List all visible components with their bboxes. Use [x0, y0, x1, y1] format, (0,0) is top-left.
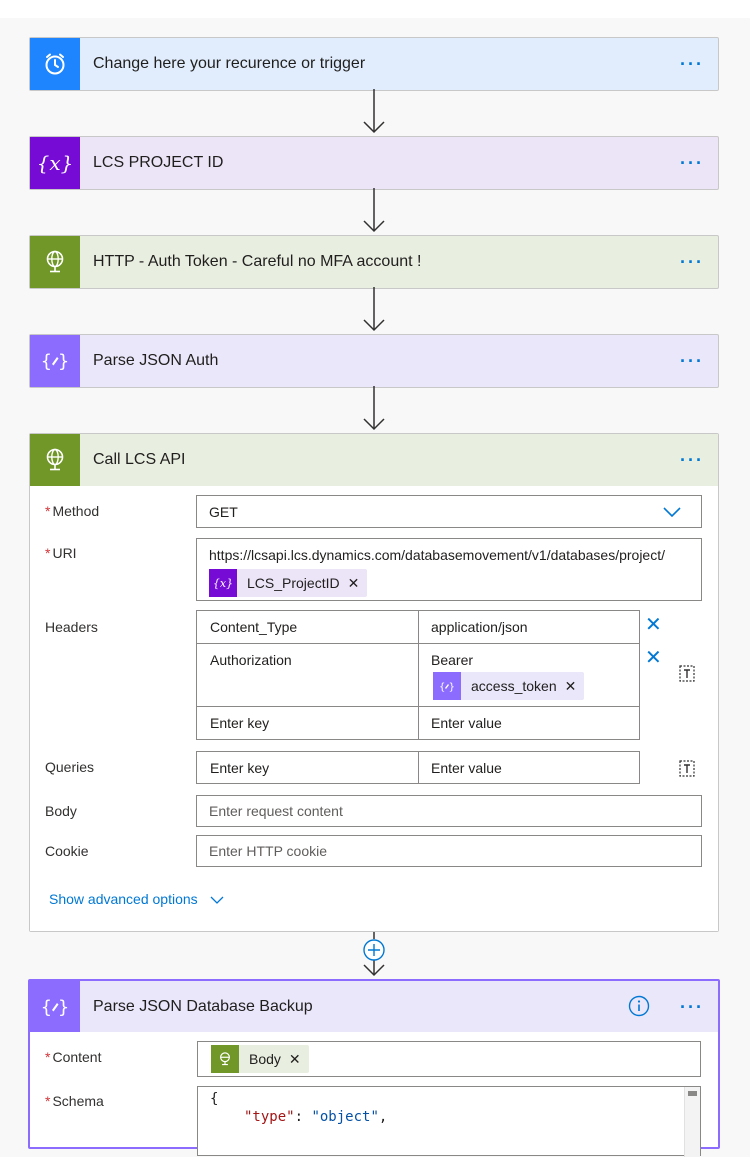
more-options-button[interactable]: ···	[680, 351, 704, 371]
queries-table: Enter key Enter value	[196, 751, 640, 784]
method-label: *Method	[45, 503, 100, 519]
remove-token-icon[interactable]: ✕	[347, 574, 360, 591]
advanced-link-label: Show advanced options	[49, 891, 198, 907]
connector-arrow	[363, 386, 385, 431]
body-token[interactable]: Body ✕	[211, 1045, 309, 1073]
schema-editor[interactable]: { "type": "object",	[197, 1086, 701, 1157]
globe-icon	[30, 236, 80, 288]
parse-json-action-card[interactable]: { } Parse JSON Database Backup ··· *Cont…	[28, 979, 720, 1157]
body-label: Body	[45, 803, 77, 819]
schema-comma: ,	[378, 1109, 388, 1125]
remove-token-icon[interactable]: ✕	[564, 677, 577, 694]
globe-icon	[211, 1045, 239, 1073]
show-advanced-options-link[interactable]: Show advanced options	[49, 891, 224, 907]
query-key-input[interactable]: Enter key	[210, 760, 270, 776]
chevron-down-icon	[210, 896, 224, 904]
step-title: Parse JSON Auth	[93, 352, 219, 369]
connector-arrow	[363, 188, 385, 233]
query-value-input[interactable]: Enter value	[431, 760, 502, 776]
http-action-title: Call LCS API	[93, 451, 186, 468]
chevron-down-icon	[663, 507, 681, 518]
variable-icon: {x}	[30, 137, 80, 189]
schema-label: *Schema	[45, 1093, 104, 1109]
text-mode-icon[interactable]	[678, 663, 696, 683]
headers-label: Headers	[45, 619, 98, 635]
step-title: HTTP - Auth Token - Careful no MFA accou…	[93, 253, 422, 270]
parse-json-icon: { }	[433, 672, 461, 700]
cookie-label: Cookie	[45, 843, 89, 859]
method-value: GET	[209, 503, 238, 520]
step-trigger-card[interactable]: Change here your recurence or trigger ··…	[29, 37, 719, 91]
step-parse-json-auth-card[interactable]: { } Parse JSON Auth ···	[29, 334, 719, 388]
http-action-body: *Method GET *URI https://lcsapi.lcs.dyna…	[30, 486, 718, 931]
cookie-input[interactable]: Enter HTTP cookie	[196, 835, 702, 867]
uri-value: https://lcsapi.lcs.dynamics.com/database…	[209, 547, 665, 563]
remove-token-icon[interactable]: ✕	[288, 1050, 301, 1067]
body-placeholder: Enter request content	[209, 803, 343, 819]
access-token-token[interactable]: { } access_token ✕	[433, 672, 585, 700]
svg-text:{x}: {x}	[213, 577, 233, 590]
http-action-card[interactable]: Call LCS API ··· *Method GET *URI https:…	[29, 433, 719, 932]
step-variable-card[interactable]: {x} LCS PROJECT ID ···	[29, 136, 719, 190]
step-header[interactable]: Change here your recurence or trigger ··…	[30, 38, 718, 90]
parse-json-icon: { }	[30, 981, 80, 1032]
header-key-input[interactable]: Enter key	[210, 715, 270, 731]
header-value-authorization[interactable]: Bearer	[431, 652, 474, 668]
schema-line-1: {	[210, 1091, 219, 1107]
info-icon[interactable]	[628, 995, 650, 1017]
queries-label: Queries	[45, 759, 95, 775]
svg-text:{x}: {x}	[37, 151, 74, 175]
more-options-button[interactable]: ···	[680, 153, 704, 173]
top-bar	[0, 0, 750, 18]
globe-icon	[30, 434, 80, 486]
content-field[interactable]: Body ✕	[197, 1041, 701, 1077]
step-title: Change here your recurence or trigger	[93, 55, 366, 72]
schema-sep: :	[294, 1109, 312, 1125]
scrollbar[interactable]	[684, 1087, 700, 1157]
parse-json-icon: { }	[30, 335, 80, 387]
more-options-button[interactable]: ···	[680, 996, 704, 1017]
uri-label: *URI	[45, 545, 77, 561]
alarm-clock-icon	[30, 38, 80, 90]
delete-header-button[interactable]: ✕	[645, 614, 662, 636]
step-title: LCS PROJECT ID	[93, 154, 224, 171]
parse-json-title: Parse JSON Database Backup	[93, 997, 313, 1015]
connector-arrow	[363, 287, 385, 332]
access-token-label: access_token	[471, 678, 557, 694]
headers-table: Content_Type application/json Authorizat…	[196, 610, 640, 740]
content-label: *Content	[45, 1049, 102, 1065]
variable-icon: {x}	[209, 569, 237, 597]
header-key-content-type[interactable]: Content_Type	[210, 619, 298, 635]
uri-token[interactable]: {x} LCS_ProjectID ✕	[209, 569, 368, 597]
add-step-icon[interactable]	[362, 938, 386, 962]
body-input[interactable]: Enter request content	[196, 795, 702, 827]
schema-value: "object"	[311, 1109, 379, 1125]
header-value-input[interactable]: Enter value	[431, 715, 502, 731]
more-options-button[interactable]: ···	[680, 252, 704, 272]
schema-key: "type"	[244, 1109, 295, 1125]
method-select[interactable]: GET	[196, 495, 702, 528]
header-key-authorization[interactable]: Authorization	[210, 652, 292, 668]
cookie-placeholder: Enter HTTP cookie	[209, 843, 328, 859]
step-header[interactable]: HTTP - Auth Token - Careful no MFA accou…	[30, 236, 718, 288]
text-mode-icon[interactable]	[678, 758, 696, 778]
uri-field[interactable]: https://lcsapi.lcs.dynamics.com/database…	[196, 538, 702, 601]
http-action-header[interactable]: Call LCS API ···	[30, 434, 718, 486]
uri-token-label: LCS_ProjectID	[247, 575, 340, 591]
delete-header-button[interactable]: ✕	[645, 647, 662, 669]
more-options-button[interactable]: ···	[680, 450, 704, 470]
connector-arrow	[363, 89, 385, 134]
body-token-label: Body	[249, 1051, 281, 1067]
parse-json-header[interactable]: { } Parse JSON Database Backup ···	[30, 981, 718, 1032]
step-header[interactable]: { } Parse JSON Auth ···	[30, 335, 718, 387]
header-value-content-type[interactable]: application/json	[431, 619, 528, 635]
step-header[interactable]: {x} LCS PROJECT ID ···	[30, 137, 718, 189]
more-options-button[interactable]: ···	[680, 54, 704, 74]
connector-arrow	[363, 932, 385, 977]
schema-line-2: "type": "object",	[210, 1109, 700, 1125]
step-http-auth-card[interactable]: HTTP - Auth Token - Careful no MFA accou…	[29, 235, 719, 289]
